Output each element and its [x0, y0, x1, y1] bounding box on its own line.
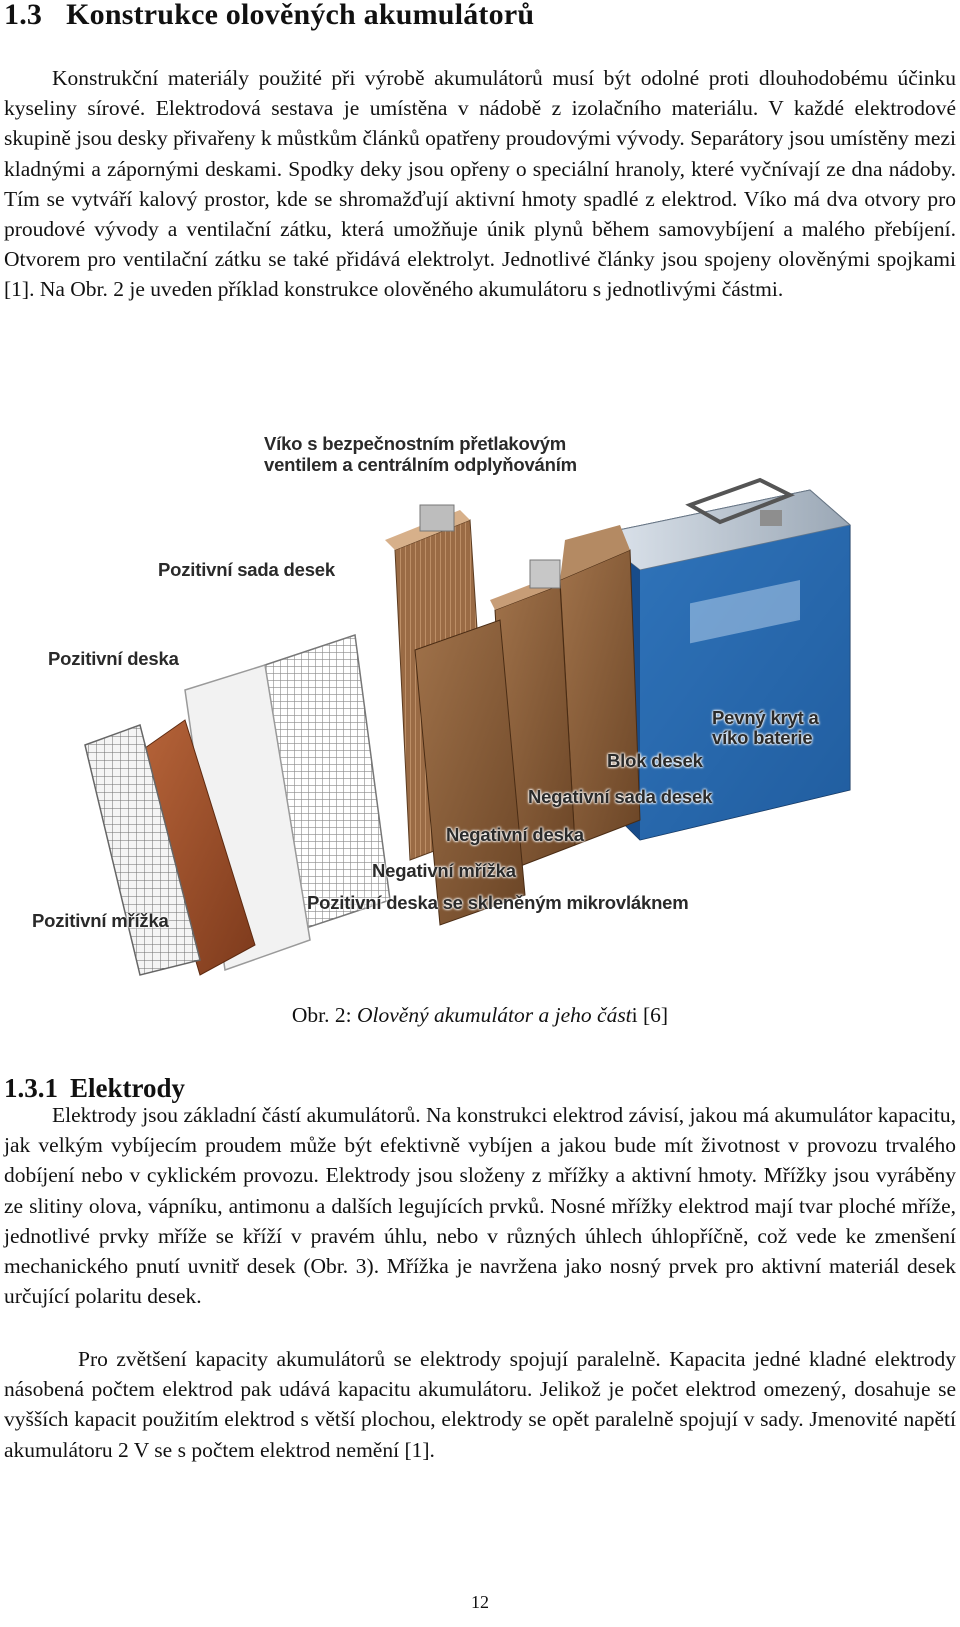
label-case-line2: víko baterie: [712, 727, 813, 748]
electrodes-paragraph-1: Elektrody jsou základní částí akumulátor…: [4, 1103, 956, 1309]
label-positive-set: Pozitivní sada desek: [158, 559, 335, 580]
label-positive-grid: Pozitivní mřížka: [32, 910, 169, 931]
label-negative-grid: Negativní mřížka: [372, 860, 516, 881]
label-negative-plate: Negativní deska: [446, 824, 584, 845]
page-number: 12: [471, 1592, 489, 1612]
label-lid-line1: Víko s bezpečnostním přetlakovým: [264, 433, 567, 454]
label-negative-set: Negativní sada desek: [528, 786, 713, 807]
caption-title: Olověný akumulátor a jeho část: [357, 1003, 632, 1027]
label-positive-plate-glass: Pozitivní deska se skleněným mikrovlákne…: [307, 892, 689, 913]
section-heading: 1.3 Konstrukce olověných akumulátorů: [4, 0, 534, 32]
section-title: Konstrukce olověných akumulátorů: [66, 0, 535, 31]
subsection-number: 1.3.1: [4, 1073, 58, 1103]
caption-prefix: Obr. 2:: [291, 1003, 352, 1027]
subsection-title: Elektrody: [70, 1073, 186, 1103]
intro-paragraph: Konstrukční materiály použité při výrobě…: [4, 66, 956, 302]
battery-exploded-figure: Víko s bezpečnostním přetlakovým ventile…: [0, 400, 960, 980]
section-number: 1.3: [4, 0, 43, 31]
label-case-line1: Pevný kryt a: [712, 707, 819, 728]
label-lid-line2: ventilem a centrálním odplyňováním: [264, 454, 577, 475]
figure-caption: Obr. 2: Olověný akumulátor a jeho části …: [0, 1003, 960, 1028]
label-positive-plate: Pozitivní deska: [48, 648, 179, 669]
label-plate-block: Blok desek: [607, 750, 703, 771]
subsection-heading: 1.3.1 Elektrody: [4, 1073, 185, 1104]
electrodes-paragraph-2: Pro zvětšení kapacity akumulátorů se ele…: [4, 1347, 956, 1462]
caption-suffix: i [6]: [631, 1003, 669, 1027]
battery-illustration: [84, 477, 852, 976]
